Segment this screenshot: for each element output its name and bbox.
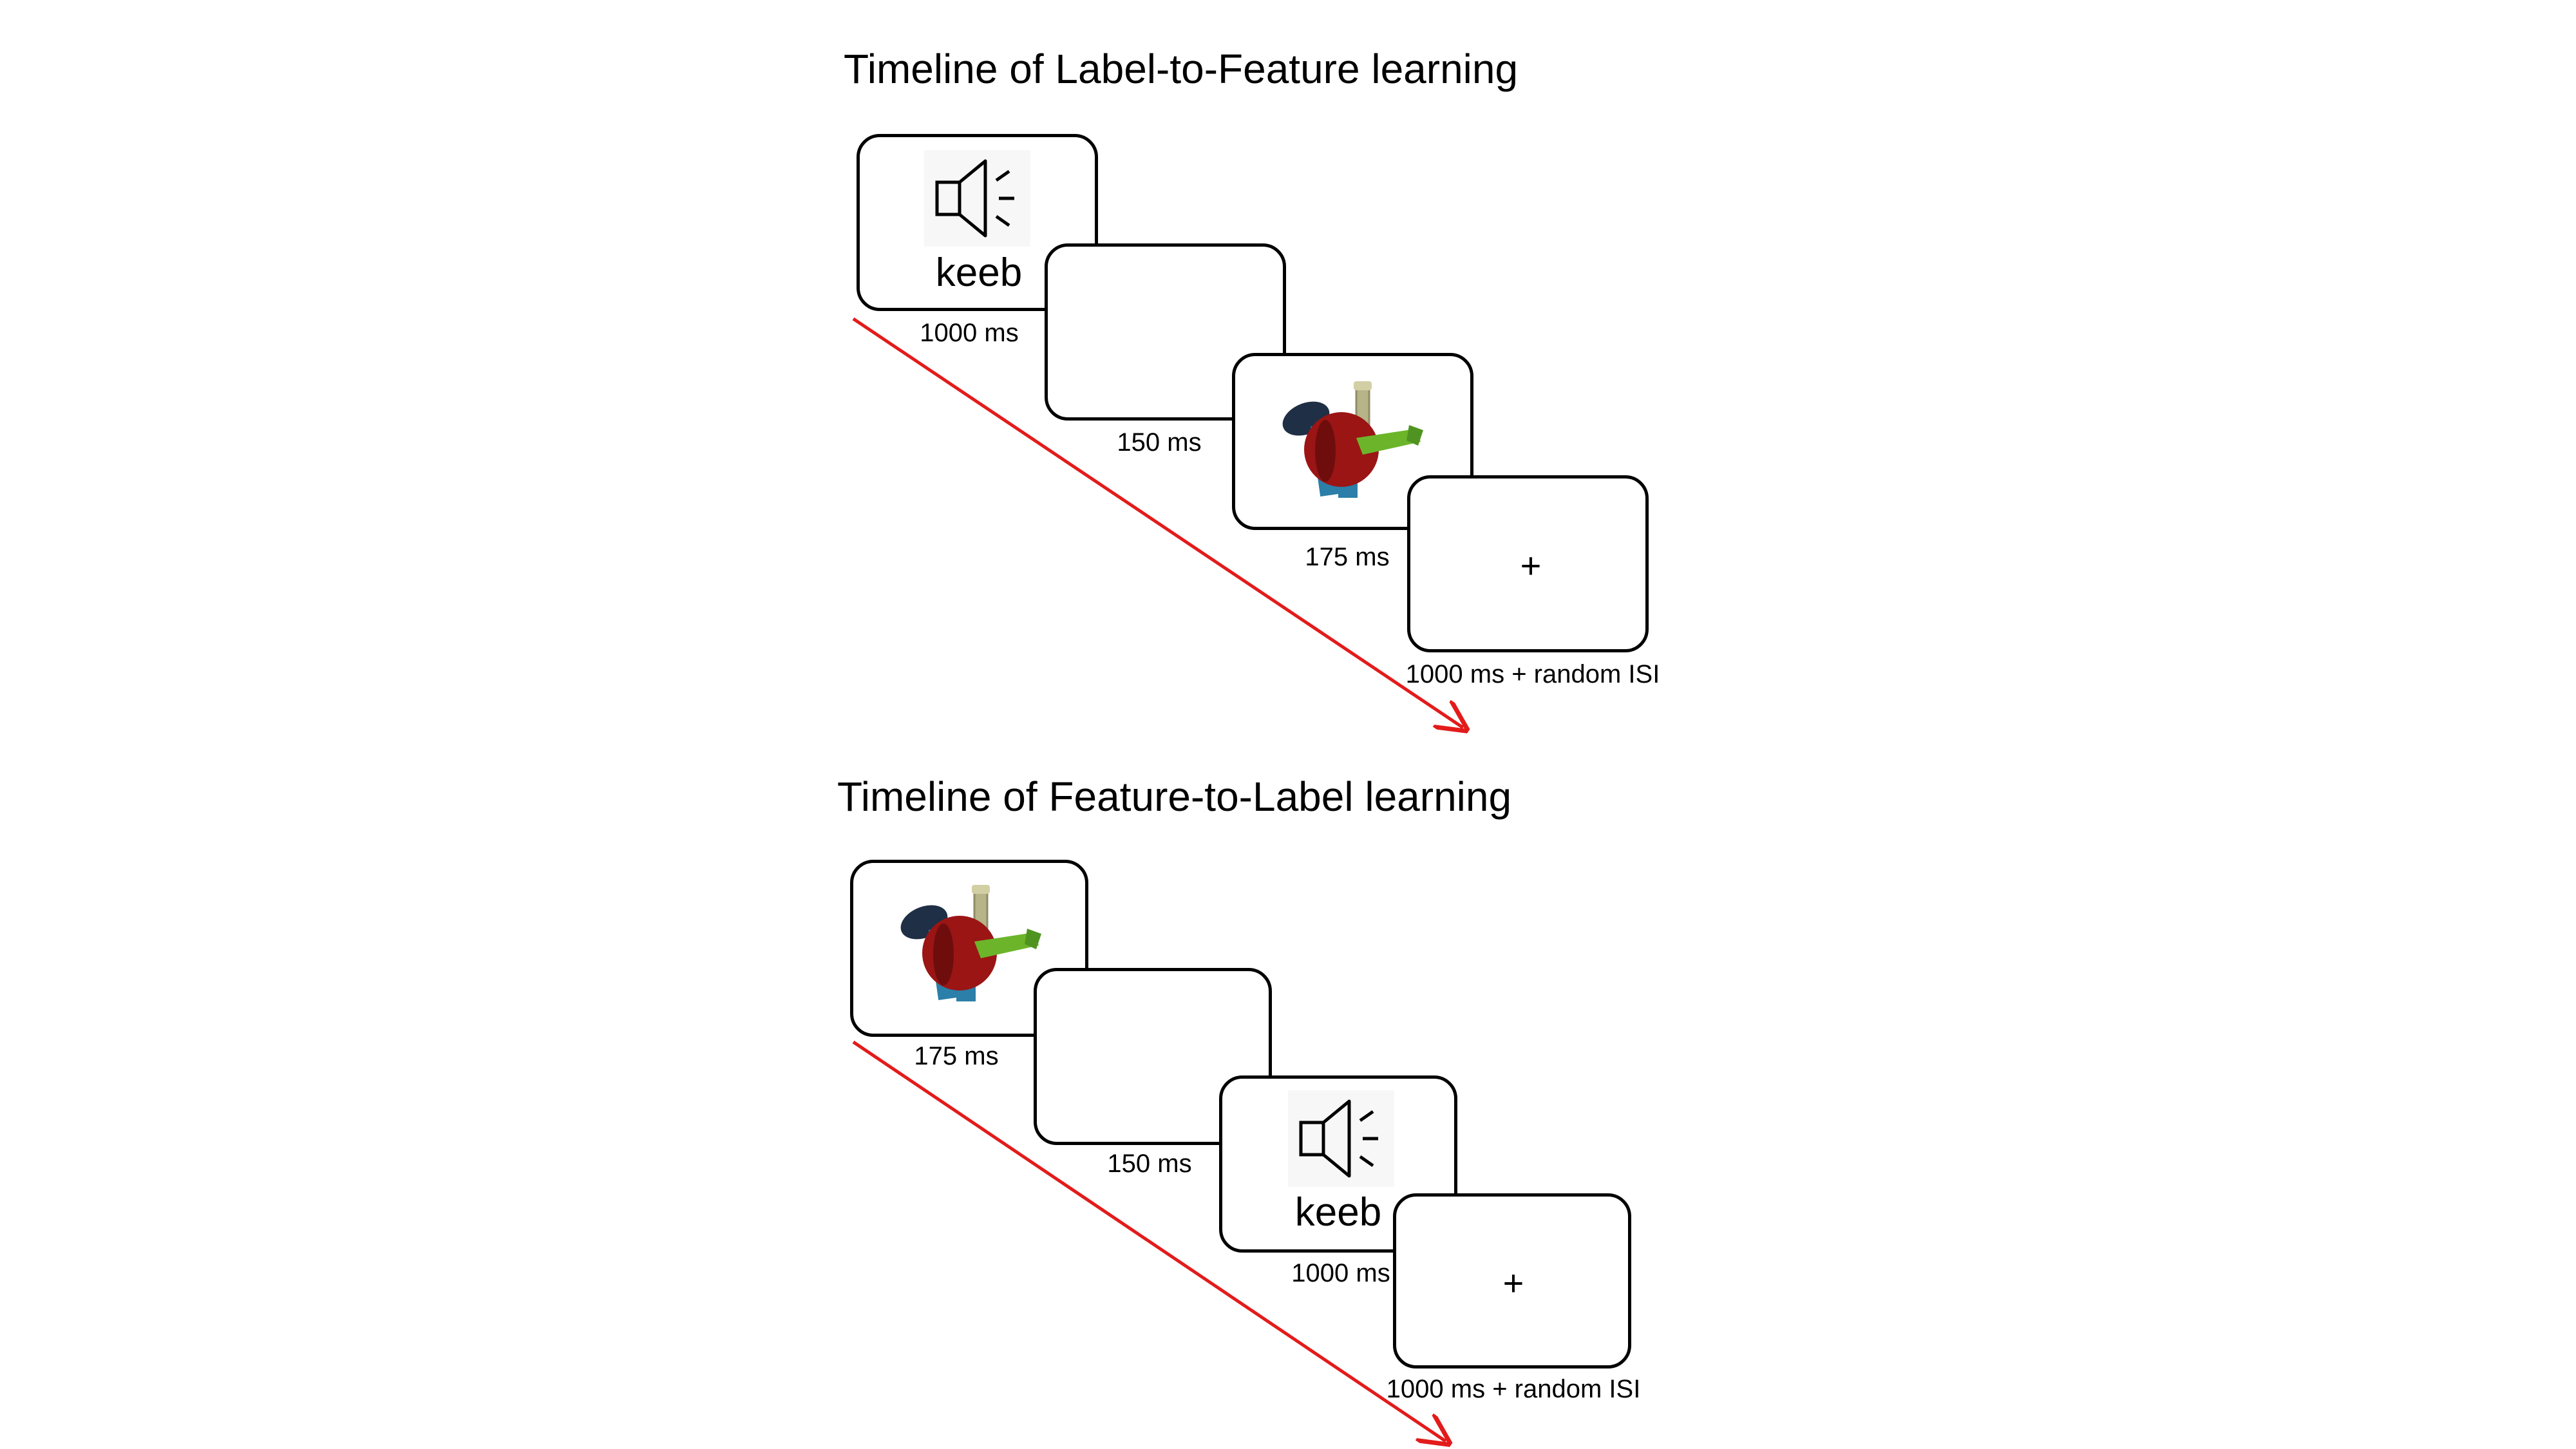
- bottom-frame-2-duration: 150 ms: [1107, 1150, 1192, 1178]
- novel-object-image: [898, 884, 1043, 1003]
- bottom-frame-4-duration: 1000 ms + random ISI: [1386, 1375, 1641, 1403]
- bottom-frame-3-label: keeb: [1294, 1190, 1382, 1235]
- top-frame-2-duration: 150 ms: [1117, 428, 1202, 457]
- top-frame-4: +: [1407, 475, 1649, 652]
- bottom-frame-3: keeb: [1219, 1075, 1457, 1253]
- top-speaker-icon-box: [924, 150, 1030, 247]
- top-frame-1-duration: 1000 ms: [920, 319, 1019, 347]
- speaker-icon: [1288, 1090, 1394, 1187]
- top-panel-title: Timeline of Label-to-Feature learning: [844, 46, 1519, 92]
- top-frame-3-duration: 175 ms: [1305, 543, 1390, 571]
- bottom-frame-4: +: [1393, 1193, 1631, 1368]
- top-frame-1-label: keeb: [935, 251, 1023, 295]
- bottom-frame-3-duration: 1000 ms: [1291, 1259, 1390, 1287]
- bottom-speaker-icon-box: [1288, 1090, 1394, 1187]
- bottom-panel-title: Timeline of Feature-to-Label learning: [837, 773, 1512, 820]
- fixation-cross: +: [1502, 1262, 1524, 1303]
- top-frame-4-duration: 1000 ms + random ISI: [1405, 660, 1660, 688]
- top-frame-1: keeb: [857, 134, 1098, 311]
- bottom-frame-1-duration: 175 ms: [914, 1042, 999, 1070]
- fixation-cross: +: [1520, 545, 1542, 586]
